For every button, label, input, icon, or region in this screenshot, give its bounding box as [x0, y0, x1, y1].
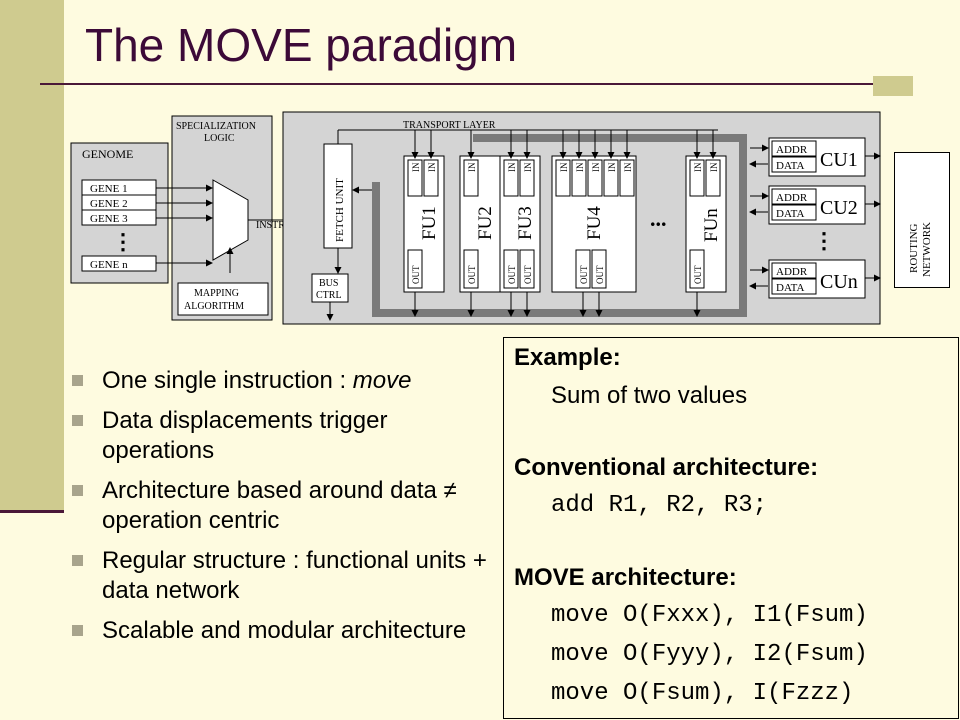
- bus-label-1: BUS: [319, 278, 338, 289]
- genes-vdots: ⋮: [112, 229, 134, 254]
- out-label: OUT: [507, 265, 517, 284]
- gene-label: GENE n: [90, 259, 128, 271]
- gene-label: GENE 3: [90, 213, 128, 225]
- fu-label: FU3: [515, 206, 536, 240]
- out-label: OUT: [411, 265, 421, 284]
- bus-ctrl-box: [311, 273, 349, 303]
- addr-label: ADDR: [776, 266, 808, 278]
- fetch-unit-box: [323, 143, 353, 249]
- bullet-square-icon: [72, 375, 83, 386]
- bullet-square-icon: [72, 415, 83, 426]
- bus-label-2: CTRL: [316, 290, 342, 301]
- gene-label: GENE 1: [90, 183, 128, 195]
- bullet-item: Data displacements trigger operations: [70, 406, 490, 466]
- example-box: Example: Sum of two values Conventional …: [503, 337, 959, 719]
- bullet-square-icon: [72, 625, 83, 636]
- move-code-line: move O(Fyyy), I2(Fsum): [551, 641, 868, 668]
- data-label: DATA: [776, 208, 805, 220]
- in-label: IN: [467, 162, 477, 172]
- in-port-arrows: [411, 130, 717, 159]
- title-rule: [40, 83, 912, 85]
- in-label: IN: [623, 162, 633, 172]
- feature-bullet-list: One single instruction : move Data displ…: [70, 366, 490, 656]
- out-label: OUT: [693, 265, 703, 284]
- routing-label-2: NETWORK: [921, 222, 933, 277]
- gene-label: GENE 2: [90, 198, 128, 210]
- bullet-text: Scalable and modular architecture: [102, 617, 467, 644]
- bullet-text: One single instruction :: [102, 367, 353, 394]
- in-label: IN: [709, 162, 719, 172]
- out-label: OUT: [523, 265, 533, 284]
- in-label: IN: [591, 162, 601, 172]
- fu-label: FU1: [419, 206, 440, 240]
- example-description: Sum of two values: [551, 382, 748, 409]
- multiplexer-shape: [212, 179, 249, 261]
- genome-label: GENOME: [82, 147, 133, 161]
- bullet-text: Architecture based around data ≠ operati…: [102, 477, 457, 534]
- in-label: IN: [427, 162, 437, 172]
- fetch-unit-label: FETCH UNIT: [334, 178, 346, 242]
- routing-label-1: ROUTING: [908, 223, 920, 273]
- cu2-group: ADDR DATA CU2: [768, 185, 866, 225]
- addr-label: ADDR: [776, 144, 808, 156]
- in-label: IN: [507, 162, 517, 172]
- cu-label: CU1: [820, 149, 858, 171]
- spec-logic-label-1: SPECIALIZATION: [176, 121, 256, 132]
- bullet-square-icon: [72, 555, 83, 566]
- in-label: IN: [523, 162, 533, 172]
- in-label: IN: [411, 162, 421, 172]
- addr-label: ADDR: [776, 192, 808, 204]
- bullet-text: Regular structure : functional units + d…: [102, 547, 487, 604]
- bullet-item: Architecture based around data ≠ operati…: [70, 476, 490, 536]
- cu-bus-arrows: [749, 144, 881, 290]
- spec-logic-label-2: LOGIC: [204, 133, 235, 144]
- mapping-label-1: MAPPING: [194, 288, 239, 299]
- out-label: OUT: [579, 265, 589, 284]
- move-architecture-diagram: GENOME GENE 1 GENE 2 GENE 3 GENE n ⋮ SPE…: [68, 108, 882, 326]
- out-port-arrows: [411, 292, 701, 317]
- fu-label: FUn: [701, 208, 722, 242]
- routing-network-box: ROUTING NETWORK: [894, 152, 950, 288]
- bullet-text: Data displacements trigger operations: [102, 407, 388, 464]
- data-label: DATA: [776, 282, 805, 294]
- out-label: OUT: [467, 265, 477, 284]
- slide-title: The MOVE paradigm: [85, 19, 518, 71]
- example-heading: Example:: [514, 344, 621, 371]
- cu-label: CUn: [820, 271, 858, 293]
- in-label: IN: [607, 162, 617, 172]
- bullet-emphasis: move: [352, 367, 412, 394]
- cu-vdots: ⋮: [813, 228, 835, 253]
- cu1-group: ADDR DATA CU1: [768, 137, 866, 177]
- cu-label: CU2: [820, 197, 858, 219]
- fu-label: FU2: [475, 206, 496, 240]
- conventional-code: add R1, R2, R3;: [551, 492, 768, 519]
- left-accent-line: [0, 510, 64, 513]
- title-rule-block: [873, 76, 913, 96]
- routing-network-label: ROUTING NETWORK: [895, 153, 949, 287]
- in-label: IN: [575, 162, 585, 172]
- left-accent-bar: [0, 0, 64, 510]
- fu-label: FU4: [584, 206, 605, 240]
- bullet-item: Regular structure : functional units + d…: [70, 546, 490, 606]
- bullet-item: One single instruction : move: [70, 366, 490, 396]
- move-heading: MOVE architecture:: [514, 564, 737, 591]
- data-label: DATA: [776, 160, 805, 172]
- in-label: IN: [693, 162, 703, 172]
- mapping-label-2: ALGORITHM: [184, 301, 244, 312]
- in-label: IN: [559, 162, 569, 172]
- mapping-algorithm-box: [177, 282, 269, 316]
- bullet-square-icon: [72, 485, 83, 496]
- bullet-item: Scalable and modular architecture: [70, 616, 490, 646]
- move-code-line: move O(Fsum), I(Fzzz): [551, 680, 854, 707]
- conventional-heading: Conventional architecture:: [514, 454, 819, 481]
- fu-dots: ...: [650, 206, 667, 231]
- move-code-line: move O(Fxxx), I1(Fsum): [551, 602, 868, 629]
- transport-layer-label: TRANSPORT LAYER: [403, 120, 496, 131]
- cun-group: ADDR DATA CUn: [768, 259, 866, 299]
- out-label: OUT: [595, 265, 605, 284]
- transport-bus-loop: [372, 134, 747, 317]
